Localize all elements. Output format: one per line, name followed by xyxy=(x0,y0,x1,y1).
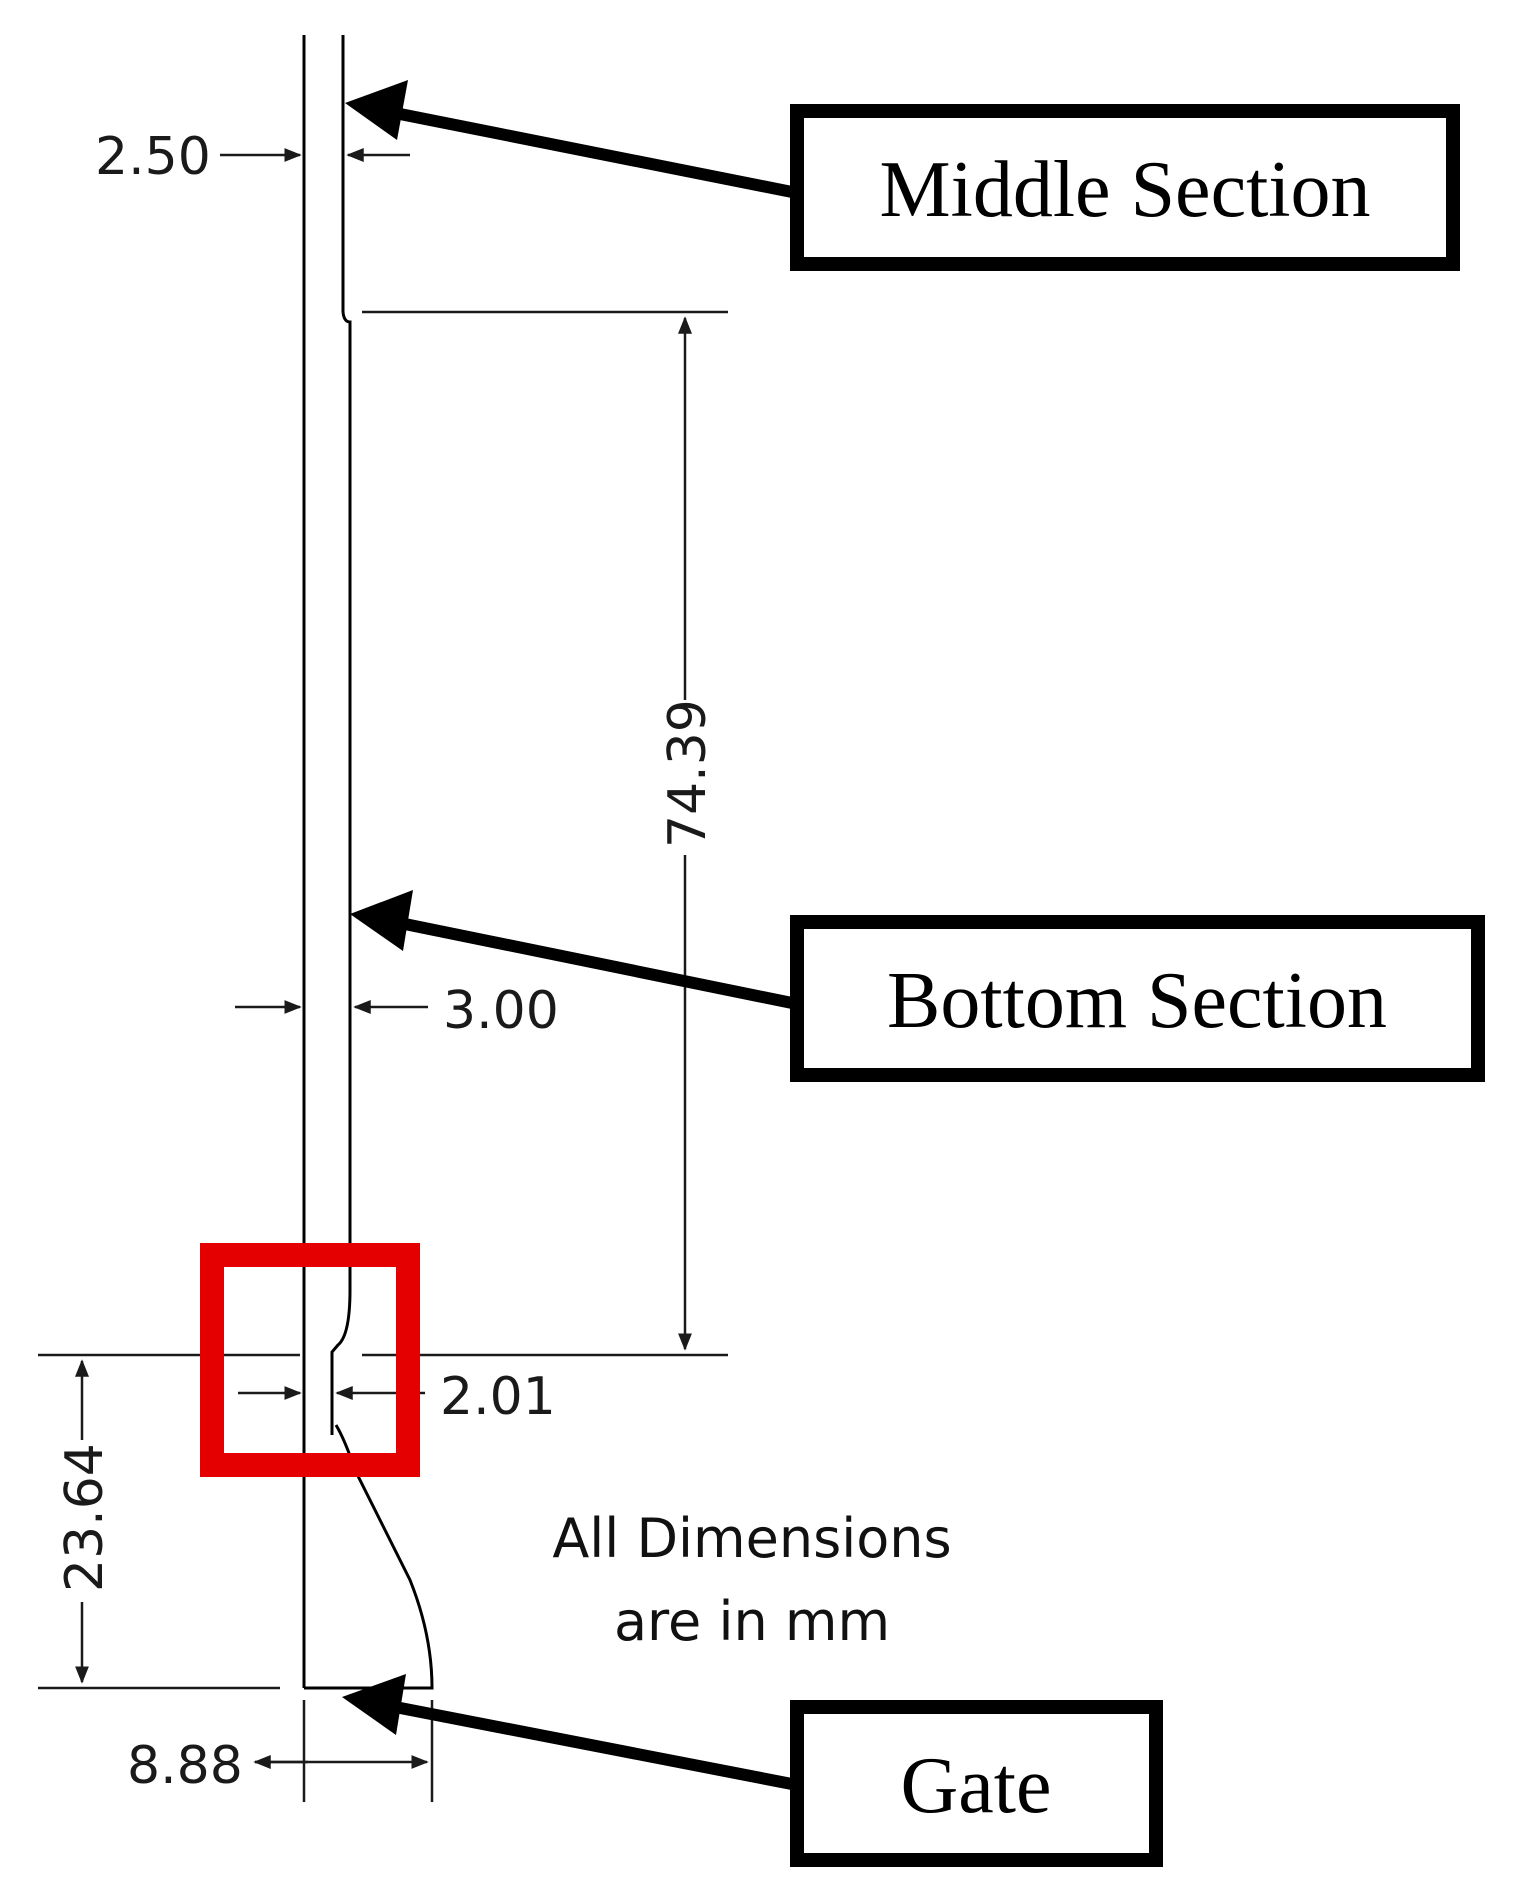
dim-label-bottom-length: 74.39 xyxy=(658,699,718,848)
callout-middle-label: Middle Section xyxy=(879,146,1370,234)
dim-label-bottom-width: 3.00 xyxy=(443,981,559,1041)
leader-arrowhead xyxy=(345,80,408,140)
dim-label-middle-width: 2.50 xyxy=(95,127,211,187)
dimension-gate-length: 23.64 xyxy=(38,1353,300,1690)
dim-label-gate-width: 8.88 xyxy=(127,1736,243,1796)
dimension-bottom-length: 74.39 xyxy=(362,310,728,1357)
dimension-middle-width: 2.50 xyxy=(95,127,410,187)
part-outline xyxy=(302,35,434,1690)
callout-gate-label: Gate xyxy=(900,1742,1051,1830)
dimension-note-line1: All Dimensions xyxy=(552,1507,951,1570)
dimension-gate-width: 8.88 xyxy=(127,1700,434,1802)
dim-label-gate-length: 23.64 xyxy=(55,1443,115,1592)
highlight-box xyxy=(200,1243,420,1477)
dimension-neck-width: 2.01 xyxy=(238,1367,556,1427)
callout-gate: Gate xyxy=(342,1674,1163,1867)
dimension-bottom-width: 3.00 xyxy=(235,981,559,1041)
dimension-note-line2: are in mm xyxy=(614,1590,890,1653)
callout-bottom-section: Bottom Section xyxy=(350,890,1485,1082)
dim-label-neck-width: 2.01 xyxy=(440,1367,556,1427)
callout-middle-section: Middle Section xyxy=(345,80,1460,271)
leader-arrowhead xyxy=(342,1674,406,1735)
leader-arrowhead xyxy=(350,890,413,951)
callout-bottom-label: Bottom Section xyxy=(887,957,1387,1045)
